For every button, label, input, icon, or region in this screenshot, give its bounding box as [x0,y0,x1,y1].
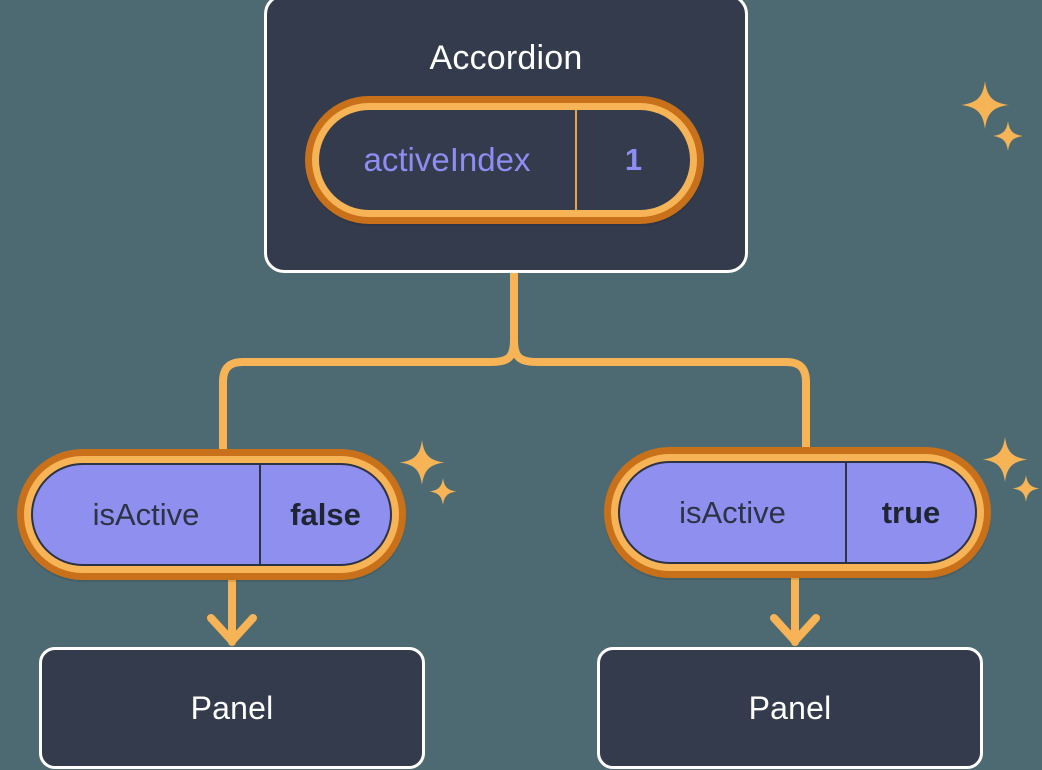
component-card-panel-right[interactable]: Panel [597,647,983,769]
prop-key-label: isActive [33,465,261,564]
sparkle-icon [396,440,460,512]
sparkle-icon [955,81,1027,159]
accordion-title: Accordion [429,39,583,77]
state-key-label: activeIndex [319,110,577,210]
pill-body: activeIndex 1 [319,110,690,210]
wire-to-right-branch [510,336,810,456]
prop-value-label: false [290,496,361,532]
prop-pill-is-active-true[interactable]: isActive true [604,447,991,578]
prop-key-label: isActive [620,463,847,562]
pill-body: isActive false [31,463,392,566]
state-pill-active-index[interactable]: activeIndex 1 [305,96,704,224]
wire-to-left-branch [219,336,518,456]
component-card-panel-left[interactable]: Panel [39,647,425,769]
pill-ring-inner: activeIndex 1 [312,103,697,217]
prop-pill-is-active-false[interactable]: isActive false [17,449,406,580]
pill-body: isActive true [618,461,977,564]
prop-value-label: true [881,494,941,530]
panel-title: Panel [190,689,274,726]
arrowhead-left [207,614,257,645]
state-value-label: 1 [624,142,643,177]
pill-ring-inner: isActive true [611,454,984,571]
pill-ring-inner: isActive false [24,456,399,573]
panel-title: Panel [748,689,832,726]
arrowhead-right [770,614,820,645]
